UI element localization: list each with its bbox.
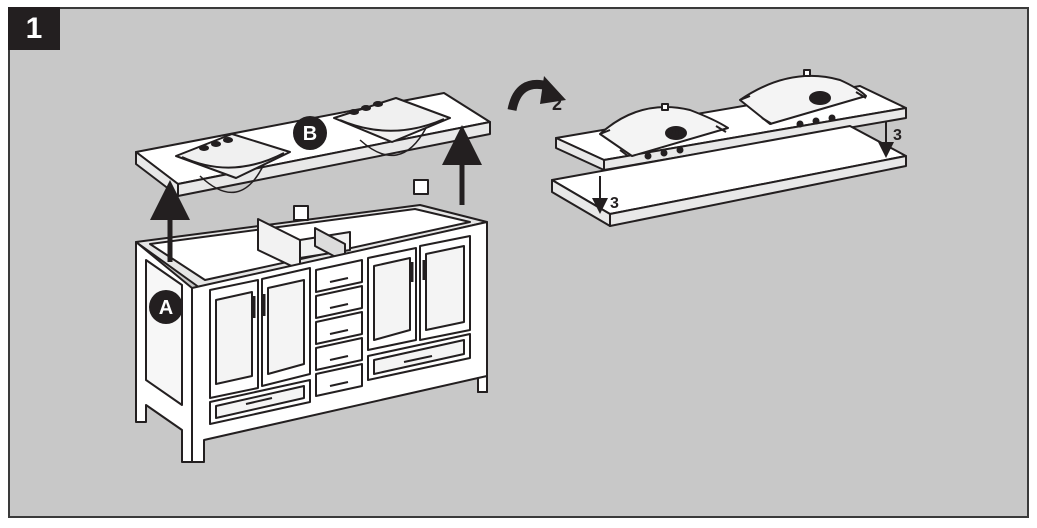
step-3-label-left: 3 bbox=[610, 195, 619, 212]
placement-arrows bbox=[592, 122, 894, 214]
callout-a: A bbox=[149, 290, 183, 324]
flipped-countertop: BACK BACK bbox=[555, 69, 907, 171]
sink-right-mark: BACK bbox=[813, 96, 828, 102]
svg-text:A: A bbox=[159, 297, 173, 319]
step-2-label: 2 bbox=[552, 94, 562, 114]
sink-left-mark: BACK bbox=[669, 131, 684, 137]
flip-arrow: 2 bbox=[507, 76, 566, 114]
vanity-cabinet bbox=[135, 179, 488, 463]
lift-arrows bbox=[150, 125, 482, 262]
callout-b: B bbox=[293, 116, 327, 150]
step-number-badge: 1 bbox=[8, 7, 60, 50]
svg-text:B: B bbox=[303, 123, 317, 145]
step-3-label-right: 3 bbox=[893, 127, 902, 144]
base-board bbox=[551, 125, 907, 227]
